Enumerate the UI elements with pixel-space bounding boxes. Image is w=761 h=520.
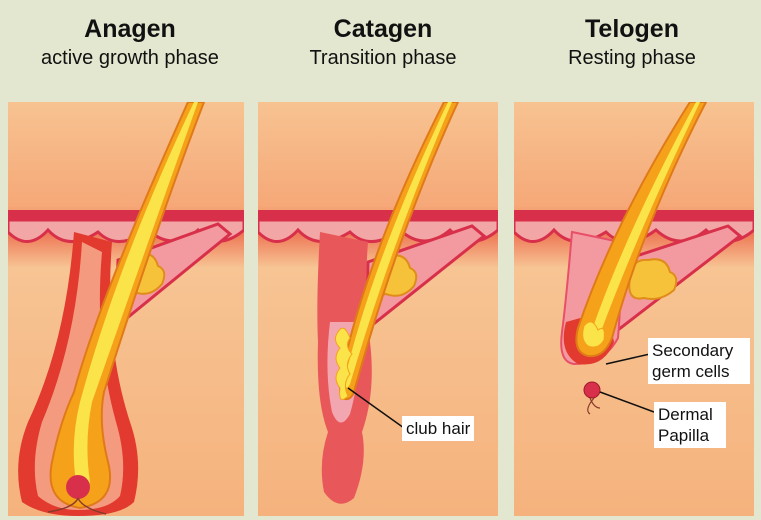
club-hair-base bbox=[582, 321, 605, 348]
anagen-panel bbox=[8, 102, 244, 516]
dermal-papilla-label: Dermal Papilla bbox=[654, 402, 726, 448]
dermal-papilla-leader-line bbox=[599, 391, 655, 413]
telogen-subtitle: Resting phase bbox=[568, 47, 696, 69]
catagen-panel: club hair bbox=[258, 102, 498, 516]
telogen-illustration bbox=[514, 102, 754, 516]
anagen-title: Anagen bbox=[84, 15, 176, 43]
medulla bbox=[592, 102, 700, 338]
telogen-panel: Secondary germ cells Dermal Papilla bbox=[514, 102, 754, 516]
papilla-vessel bbox=[587, 397, 601, 415]
catagen-subtitle: Transition phase bbox=[309, 47, 457, 69]
catagen-illustration bbox=[258, 102, 498, 516]
epidermis bbox=[258, 210, 498, 220]
telogen-heading: Telogen Resting phase bbox=[507, 14, 757, 72]
blood-vessel bbox=[47, 497, 107, 515]
medulla bbox=[73, 102, 198, 490]
dermal-papilla-line-1: Dermal bbox=[658, 405, 713, 424]
club-hair-leader-line bbox=[347, 387, 405, 429]
dermal-papilla bbox=[66, 475, 90, 499]
germ-cells-leader-line bbox=[605, 353, 651, 365]
secondary-germ-line-1: Secondary bbox=[652, 341, 734, 360]
catagen-heading: Catagen Transition phase bbox=[258, 14, 508, 72]
medulla bbox=[344, 102, 452, 388]
dermal-papilla bbox=[583, 381, 601, 399]
dermal-papilla-line-2: Papilla bbox=[658, 426, 710, 445]
epidermis bbox=[8, 210, 244, 220]
anagen-subtitle: active growth phase bbox=[41, 47, 219, 69]
sebaceous-gland bbox=[628, 258, 678, 300]
club-hair-label: club hair bbox=[402, 416, 475, 441]
anagen-illustration bbox=[8, 102, 244, 516]
anagen-heading: Anagen active growth phase bbox=[5, 14, 255, 72]
catagen-title: Catagen bbox=[333, 15, 433, 43]
telogen-title: Telogen bbox=[585, 15, 679, 43]
club-hair bbox=[334, 327, 353, 401]
secondary-germ-line-2: germ cells bbox=[652, 362, 730, 381]
header: Anagen active growth phase Catagen Trans… bbox=[0, 0, 761, 100]
secondary-germ-cells-label: Secondary germ cells bbox=[648, 338, 750, 384]
